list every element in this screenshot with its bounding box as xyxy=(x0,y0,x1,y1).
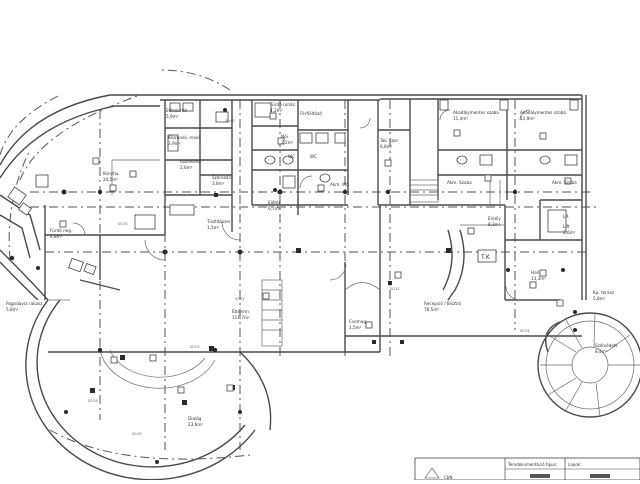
sheet-label: Lapok: xyxy=(568,462,581,467)
lift-code-label: LR xyxy=(563,214,569,220)
room-name-akm-szoba2: Akm. Szoba xyxy=(552,180,577,185)
room-area-eloke: 5,9m² xyxy=(166,114,179,119)
room-labels: Konyha 24,5m² Előkészítő 5,9m² Kézmosó, … xyxy=(6,102,619,427)
room-name-furdo-neg: Fürdő neg. xyxy=(50,228,72,233)
device-markers xyxy=(59,112,572,394)
tag-label: SO.60 xyxy=(225,119,234,123)
room-name-tisztit: Tisztítószer xyxy=(206,219,231,224)
room-name-kezmu: Kézmosó, mosó xyxy=(168,135,201,140)
room-area-etterem: 111,7m² xyxy=(232,315,250,320)
room-name-dialogus: Dialóg xyxy=(188,416,202,421)
room-area-pagoda: 5,8m² xyxy=(6,307,19,312)
room-area-eloter: 6,7m² xyxy=(268,206,281,211)
room-name-ferfi: Férfiöltöző xyxy=(300,111,322,116)
room-area-noi: 2,2m² xyxy=(281,140,294,145)
room-name-lift: Lift xyxy=(563,224,570,229)
tag-label: SO.54 xyxy=(520,329,529,333)
room-name-csomag: Csomag xyxy=(349,319,366,324)
tag-label: SO.03 xyxy=(190,345,199,349)
room-area-csomag: 1,5m² xyxy=(349,325,362,330)
room-name-konyha: Konyha xyxy=(103,171,119,176)
room-area-furdo-neg: 4,8m² xyxy=(50,234,63,239)
room-name-eloter: Előtér xyxy=(268,200,281,205)
room-name-akm-szoba1: Akm. Szoba xyxy=(447,180,472,185)
room-name-eloke: Előkészítő xyxy=(166,108,187,113)
room-name-akm-wc: Akm. WC xyxy=(330,182,349,187)
room-name-szoba1: Akadálymentes szoba xyxy=(453,110,499,115)
tag-label: SO.01 xyxy=(235,297,244,301)
room-name-kep-terasz: Kp. terasz xyxy=(593,290,615,295)
room-name-erkely: Erkély xyxy=(488,216,501,221)
tag-label: SO.59 xyxy=(88,399,97,403)
room-name-pagoda: Pagodavia rakasz xyxy=(6,301,43,306)
symbol-labels: T.K LR SO.60 SO.10 SO.01 SO.03 SO.54 SO.… xyxy=(88,119,569,436)
room-area-erkely: 8,3m² xyxy=(488,222,501,227)
room-name-kozl: Közlekedő xyxy=(180,159,202,164)
fixtures xyxy=(7,99,579,275)
room-area-furdo: 4,2m² xyxy=(270,108,283,113)
room-area-hall: 13,3m² xyxy=(531,276,546,281)
tag-label: SO.29 xyxy=(132,432,141,436)
room-area-tisztit: 1,5m² xyxy=(207,225,220,230)
structural-symbols xyxy=(9,108,577,464)
room-name-hall: Hall xyxy=(531,270,539,275)
room-area-dialogus: 23,6m² xyxy=(188,422,203,427)
room-area-konyha: 24,5m² xyxy=(103,177,118,182)
room-name-wc2: WC xyxy=(310,154,317,159)
room-name-noi: Nöi xyxy=(281,134,288,139)
room-name-szoba2: Akadálymentes szoba xyxy=(520,110,566,115)
room-area-szoba1: 11,4m² xyxy=(453,116,468,121)
tag-label: SO.10 xyxy=(118,222,127,226)
room-area-kozl: 2,6m² xyxy=(180,165,193,170)
interior-walls xyxy=(0,99,582,352)
room-area-raktar: 3,8m² xyxy=(212,181,225,186)
project-type-label: Tervdokumentáció típus: xyxy=(507,462,557,467)
tk-label: T.K xyxy=(480,254,491,261)
title-block: CbN Tervdokumentáció típus: Lapok: xyxy=(414,457,640,481)
room-area-recepcio: 76,5m² xyxy=(424,307,439,312)
room-name-furdo: Fürdő ruház. xyxy=(270,102,296,107)
room-area-szoba2: 11,9m² xyxy=(520,116,535,121)
title-block-logo: CbN xyxy=(444,475,452,480)
room-area-szelmenteto: 8,4m² xyxy=(595,349,608,354)
room-name-raktar: Szárazáru xyxy=(212,175,233,180)
room-area-kezmu: 3,9m² xyxy=(168,141,181,146)
room-name-wc1: WC xyxy=(288,154,295,159)
room-area-kep-terasz: 5,8m² xyxy=(593,296,606,301)
room-area-takszer-r: 6,8m² xyxy=(380,144,393,149)
room-area-lift: 2,6m² xyxy=(563,230,576,235)
room-name-szelmenteto: Szélvédett. xyxy=(595,343,619,348)
room-name-etterem: Étterem xyxy=(232,309,249,314)
room-name-recepcio: Recepció / Bisztró xyxy=(424,301,462,306)
doors xyxy=(72,109,531,301)
grid-axes xyxy=(8,94,600,450)
tag-label: SO.12 xyxy=(390,287,399,291)
room-name-takszer-r: Tak. szer xyxy=(379,138,398,143)
